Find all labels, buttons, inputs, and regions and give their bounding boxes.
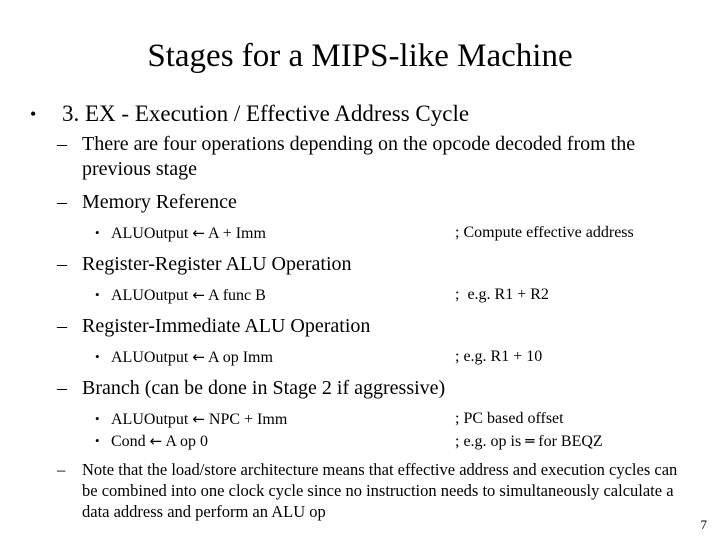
left-arrow-icon: ← <box>192 348 205 366</box>
op-text-post: A op Imm <box>204 349 273 366</box>
op-text-pre: Cond <box>111 433 150 450</box>
double-equals-icon: ═ <box>525 432 535 450</box>
op-comment: ; PC based offset <box>455 410 564 427</box>
op-line: • ALUOutput ← A + Imm ; Compute effectiv… <box>0 222 720 244</box>
op-text-post: A func B <box>204 287 266 304</box>
heading-memory-reference: – Memory Reference <box>0 190 720 215</box>
heading-memory-reference-text: Memory Reference <box>82 191 237 213</box>
heading-register-immediate-text: Register-Immediate ALU Operation <box>82 315 371 337</box>
left-arrow-icon: ← <box>192 286 205 304</box>
op-comment-pre: ; e.g. op is <box>455 433 526 450</box>
op-comment: ; e.g. R1 + R2 <box>455 286 549 303</box>
left-arrow-icon: ← <box>192 224 205 242</box>
subbullet-dot-icon: • <box>95 433 100 448</box>
op-text-post: A + Imm <box>204 225 266 242</box>
left-arrow-icon: ← <box>192 410 205 428</box>
heading-register-immediate: – Register-Immediate ALU Operation <box>0 314 720 339</box>
subbullet-dot-icon: • <box>95 287 100 302</box>
dash-bullet-icon: – <box>57 191 67 213</box>
dash-bullet-icon: – <box>57 460 66 479</box>
subbullet-dot-icon: • <box>95 349 100 364</box>
heading-register-register-text: Register-Register ALU Operation <box>82 253 352 275</box>
bullet-intro-text: There are four operations depending on t… <box>82 133 636 180</box>
bullet-intro: – There are four operations depending on… <box>0 132 720 182</box>
subbullet-dot-icon: • <box>95 411 100 426</box>
dash-bullet-icon: – <box>57 133 67 155</box>
bullet-note-text: Note that the load/store architecture me… <box>82 460 678 521</box>
bullet-note: – Note that the load/store architecture … <box>0 459 720 522</box>
op-line: • ALUOutput ← A func B ; e.g. R1 + R2 <box>0 284 720 306</box>
dash-bullet-icon: – <box>57 315 67 337</box>
op-text-post: NPC + Imm <box>204 411 288 428</box>
bullet-level1-text: 3. EX - Execution / Effective Address Cy… <box>62 101 470 126</box>
op-line: • ALUOutput ← NPC + Imm ; PC based offse… <box>0 408 720 430</box>
op-line: • Cond ← A op 0 ; e.g. op is ═ for BEQZ <box>0 430 720 452</box>
bullet-level1: • 3. EX - Execution / Effective Address … <box>0 99 720 129</box>
op-text-post: A op 0 <box>162 433 209 450</box>
heading-register-register: – Register-Register ALU Operation <box>0 252 720 277</box>
slide-title: Stages for a MIPS-like Machine <box>147 38 573 74</box>
subbullet-dot-icon: • <box>95 225 100 240</box>
op-comment-post: for BEQZ <box>534 433 603 450</box>
heading-branch: – Branch (can be done in Stage 2 if aggr… <box>0 376 720 401</box>
bullet-dot-icon: • <box>30 104 37 124</box>
op-comment: ; Compute effective address <box>455 224 634 241</box>
op-line: • ALUOutput ← A op Imm ; e.g. R1 + 10 <box>0 346 720 368</box>
dash-bullet-icon: – <box>57 253 67 275</box>
op-comment: ; e.g. R1 + 10 <box>455 348 543 365</box>
op-text-pre: ALUOutput <box>111 287 193 304</box>
left-arrow-icon: ← <box>149 432 163 450</box>
op-text-pre: ALUOutput <box>111 225 193 242</box>
slide-body: • 3. EX - Execution / Effective Address … <box>0 99 720 522</box>
page-number: 7 <box>700 517 708 532</box>
op-text-pre: ALUOutput <box>111 349 193 366</box>
heading-branch-text: Branch (can be done in Stage 2 if aggres… <box>82 377 446 399</box>
op-comment: ; e.g. op is ═ for BEQZ <box>455 430 603 453</box>
op-text-pre: ALUOutput <box>111 411 193 428</box>
dash-bullet-icon: – <box>57 377 67 399</box>
